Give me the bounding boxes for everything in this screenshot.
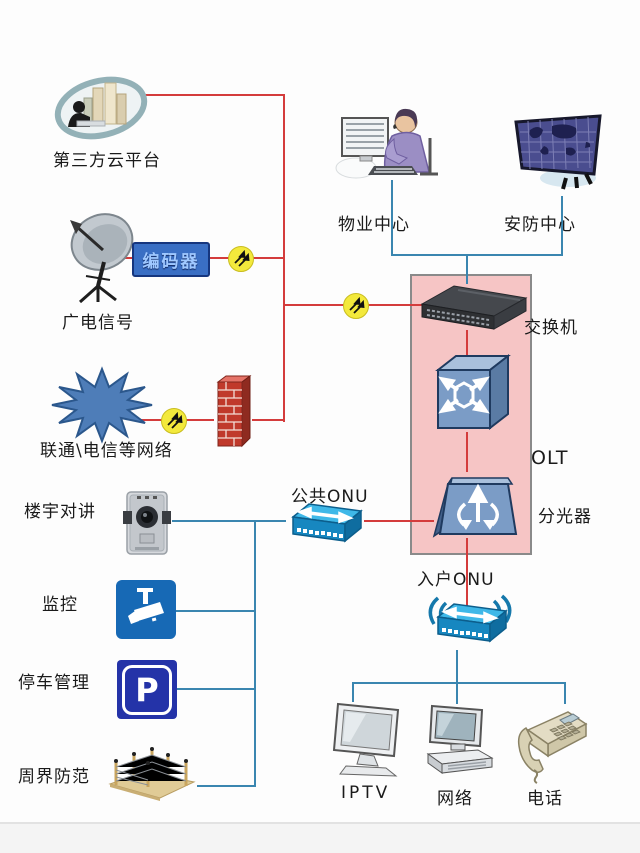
- splitter-icon: [432, 470, 522, 542]
- splitter-label: 分光器: [538, 507, 592, 527]
- fiber-connector-icon: [161, 408, 187, 434]
- intercom-icon: [121, 491, 173, 555]
- public-onu-label: 公共ONU: [291, 487, 369, 507]
- parking-sign-icon: P: [117, 660, 177, 719]
- olt-label: OLT: [531, 447, 569, 469]
- telecom-network-label: 联通\电信等网络: [40, 441, 173, 461]
- connector-line: [175, 610, 256, 612]
- connector-line: [176, 688, 256, 690]
- olt-icon: [430, 352, 516, 436]
- perimeter-label: 周界防范: [18, 767, 90, 787]
- iptv-tv-icon: [332, 698, 410, 780]
- fiber-connector-icon: [343, 293, 369, 319]
- connector-line: [456, 650, 458, 684]
- connector-line: [254, 520, 256, 787]
- connector-line: [197, 785, 256, 787]
- connector-line: [466, 432, 468, 472]
- connector-line: [561, 196, 563, 256]
- telecom-starburst-icon: [50, 366, 154, 444]
- surveillance-label: 监控: [42, 595, 78, 615]
- iptv-label: IPTV: [341, 783, 391, 803]
- connector-line: [352, 682, 354, 702]
- connector-line: [456, 682, 458, 704]
- connector-line: [283, 94, 285, 422]
- property-center-label: 物业中心: [338, 215, 410, 235]
- encoder-box: 编码器: [132, 242, 210, 277]
- home-onu-label: 入户ONU: [417, 570, 495, 590]
- connector-line: [466, 538, 468, 612]
- cloud-platform-label: 第三方云平台: [53, 151, 161, 171]
- property-center-icon: [332, 106, 447, 194]
- connector-line: [352, 682, 566, 684]
- network-label: 网络: [437, 789, 473, 809]
- connector-line: [138, 94, 285, 96]
- satellite-dish-icon: [56, 210, 140, 306]
- connector-line: [466, 254, 468, 284]
- switch-icon: [416, 282, 532, 334]
- firewall-icon: [214, 374, 252, 450]
- bottom-divider: [0, 822, 640, 853]
- home-onu-icon: [424, 590, 516, 652]
- switch-label: 交换机: [524, 318, 578, 338]
- parking-sign-frame: P: [122, 664, 172, 715]
- public-onu-icon: [285, 500, 365, 548]
- broadcast-signal-label: 广电信号: [62, 313, 134, 333]
- connector-line: [466, 330, 468, 356]
- security-center-icon: [508, 112, 608, 200]
- parking-sign-letter: P: [135, 670, 159, 709]
- parking-label: 停车管理: [18, 673, 90, 693]
- connector-line: [252, 419, 284, 421]
- cloud-platform-icon: [54, 74, 148, 144]
- perimeter-fence-icon: [102, 740, 198, 802]
- connector-line: [172, 520, 286, 522]
- connector-line: [364, 520, 434, 522]
- telephone-icon: [514, 700, 590, 784]
- intercom-label: 楼宇对讲: [24, 502, 96, 522]
- security-center-label: 安防中心: [504, 215, 576, 235]
- connector-line: [391, 254, 563, 256]
- phone-label: 电话: [527, 789, 563, 809]
- surveillance-sign-icon: [116, 580, 176, 639]
- network-pc-icon: [424, 702, 496, 782]
- connector-line: [564, 682, 566, 704]
- connector-line: [391, 180, 393, 256]
- fiber-connector-icon: [228, 246, 254, 272]
